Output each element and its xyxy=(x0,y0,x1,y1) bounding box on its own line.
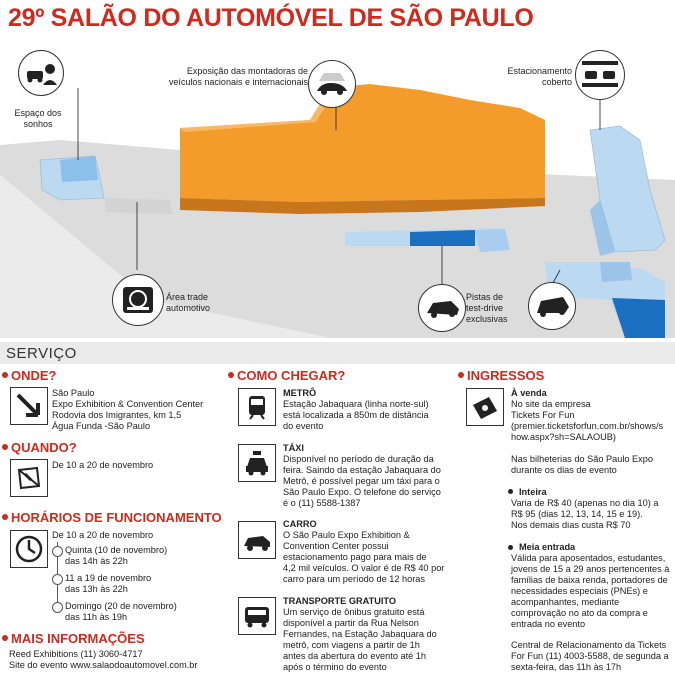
building-exposicao xyxy=(180,84,545,202)
onde-heading: ONDE? xyxy=(2,368,57,383)
calendar-icon xyxy=(10,459,48,497)
car-showroom-icon xyxy=(308,60,356,108)
bus-icon xyxy=(238,597,276,635)
car-icon xyxy=(238,521,276,559)
inteira-info: Inteira xyxy=(519,487,547,497)
venue-map xyxy=(0,84,675,338)
horario-item-1: Quinta (10 de novembro)das 14h às 22h xyxy=(65,545,168,566)
arrow-icon xyxy=(10,387,48,425)
metro-icon xyxy=(238,388,276,426)
servico-heading: SERVIÇO xyxy=(6,345,77,362)
test-drive-car-icon xyxy=(418,284,466,332)
building-exposicao-side xyxy=(180,198,545,214)
servico-bar xyxy=(0,342,675,364)
horarios-intro: De 10 a 20 de novembro xyxy=(52,530,154,540)
page-title: 29º SALÃO DO AUTOMÓVEL DE SÃO PAULO xyxy=(8,4,534,32)
taxi-info: TÁXI Disponível no período de duração da… xyxy=(283,443,441,508)
building-espaco-blue xyxy=(60,156,98,182)
mais-heading: MAIS INFORMAÇÕES xyxy=(2,631,145,646)
timeline-dot-3 xyxy=(52,602,63,613)
quando-heading: QUANDO? xyxy=(2,440,77,455)
horarios-heading: HORÁRIOS DE FUNCIONAMENTO xyxy=(2,510,222,525)
ingressos-heading: INGRESSOS xyxy=(458,368,544,383)
quando-text: De 10 a 20 de novembro xyxy=(52,460,154,470)
ground-shade xyxy=(0,175,330,338)
meia-lines: Válida para aposentados, estudantes,jove… xyxy=(511,553,670,629)
como-heading: COMO CHEGAR? xyxy=(228,368,345,383)
meia-dot xyxy=(508,545,513,550)
timeline-dot-1 xyxy=(52,546,63,557)
meia-title: Meia entrada xyxy=(519,542,576,552)
carro-info: CARRO O São Paulo Expo Exhibition &Conve… xyxy=(283,519,445,584)
clock-icon xyxy=(10,530,48,568)
horario-item-3: Domingo (20 de novembro)das 11h às 19h xyxy=(65,601,177,622)
building-estacionamento xyxy=(589,125,666,253)
transporte-info: TRANSPORTE GRATUITO Um serviço de ônibus… xyxy=(283,596,437,672)
steering-wheel-icon xyxy=(112,274,164,326)
timeline-dot-2 xyxy=(52,574,63,585)
metro-info: METRÔ Estação Jabaquara (linha norte-sul… xyxy=(283,388,429,431)
ticket-icon xyxy=(466,388,504,426)
inteira-dot xyxy=(508,489,513,494)
taxi-icon xyxy=(238,444,276,482)
test-drive-car-icon-2 xyxy=(528,282,576,330)
parking-garage-icon xyxy=(575,50,625,100)
espaco-sonhos-icon xyxy=(18,50,64,96)
